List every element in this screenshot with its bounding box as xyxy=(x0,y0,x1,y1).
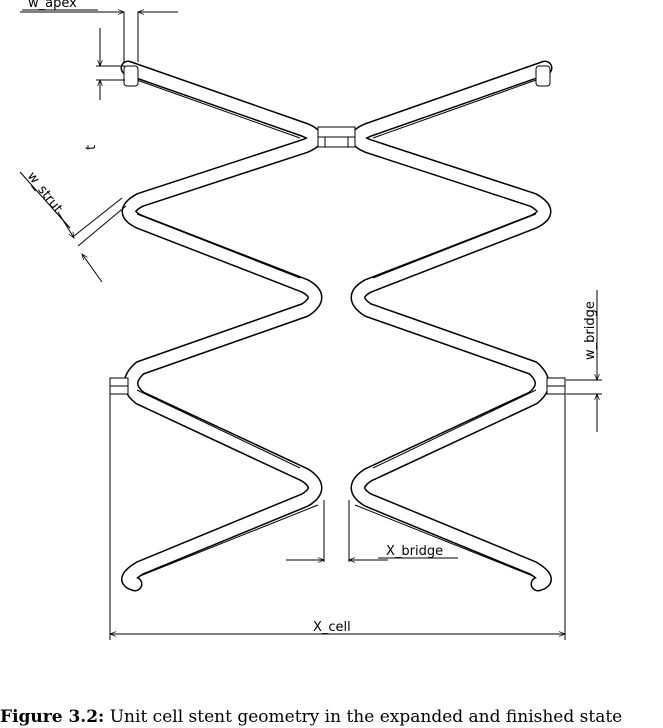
x-bridge-label: X_bridge xyxy=(386,544,443,559)
dim-t xyxy=(96,28,125,100)
dim-w-bridge xyxy=(566,290,602,432)
w-apex-label: w_apex xyxy=(28,0,77,11)
stent-left-ring xyxy=(120,60,323,592)
dim-w-apex xyxy=(20,9,178,62)
caption-text: Unit cell stent geometry in the expanded… xyxy=(109,707,623,727)
t-label: t xyxy=(84,145,99,150)
strut-thickness-edges xyxy=(133,78,540,577)
dim-x-bridge xyxy=(286,500,458,563)
w-strut-label: w_strut xyxy=(24,169,65,216)
figure-caption: Figure 3.2: Unit cell stent geometry in … xyxy=(0,706,663,728)
left-zigzag-inner xyxy=(122,62,321,590)
side-bridges xyxy=(109,377,566,395)
stent-right-ring xyxy=(350,60,553,592)
stent-unit-cell-drawing: w_apex t w_strut w_bridge X_bridge xyxy=(19,0,602,640)
right-zigzag-inner xyxy=(352,62,551,590)
x-cell-label: X_cell xyxy=(313,620,351,635)
dim-w-strut xyxy=(19,171,127,283)
dim-x-cell xyxy=(109,394,566,640)
caption-label: Figure 3.2: xyxy=(0,707,105,727)
w-bridge-label: w_bridge xyxy=(583,301,598,360)
apex-caps xyxy=(123,65,551,87)
center-bridge xyxy=(317,126,356,148)
